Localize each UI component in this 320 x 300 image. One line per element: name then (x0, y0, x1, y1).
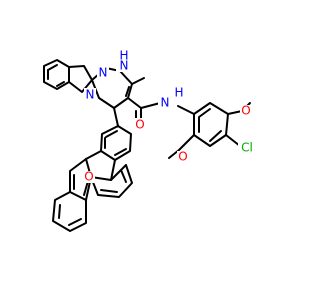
methoxy-oxygen-label-bottom: O (178, 150, 187, 164)
amide-o-bg (134, 118, 146, 130)
pyrimidine-double-bond (125, 86, 130, 97)
molecule-svg: N N H N N H O O O Cl O (43, 48, 256, 232)
methoxy-o2-bg (177, 151, 189, 163)
dimethoxyphenyl-inner-bond-1 (198, 108, 211, 118)
bond-layer (43, 59, 251, 232)
furan-o-bg (83, 171, 95, 183)
dimethoxyphenyl-inner-bond-2 (209, 130, 222, 142)
bottom-benzene-inner-2 (68, 218, 82, 226)
dibenzofuran-linker-bond (113, 107, 119, 127)
bottom-benzene-inner-1 (58, 204, 61, 219)
aryl-amide-bond (177, 105, 195, 115)
dibenzofuran-ring-lower (90, 164, 133, 198)
chemical-structure-diagram: N N H N N H O O O Cl O (43, 48, 256, 232)
amide-hydrogen-label: H (174, 86, 183, 100)
amide-nitrogen-label: N (161, 96, 170, 110)
methoxy-bond-bottom (168, 134, 195, 159)
chloro-bond (225, 134, 241, 147)
cl-bg (238, 142, 256, 154)
benzimidazole-benzene-inner-bond-1 (47, 64, 58, 71)
methyl-bond (131, 77, 145, 85)
amide-oxygen-label: O (135, 118, 144, 132)
n-ring-b-bg (84, 88, 96, 100)
bottom-benzene-ring (52, 191, 87, 232)
n-ring-a-bg (97, 66, 109, 78)
dibenzofuran-ring-lower-inner-2 (120, 169, 127, 183)
amide-n-bg (158, 96, 172, 108)
dibenzofuran-ring-left-inner-2 (83, 180, 89, 196)
dibenzofuran-ring-upper-inner-2 (114, 148, 127, 156)
furan-oxygen-label: O (84, 170, 93, 184)
dibenzofuran-ring-upper-inner-1 (105, 130, 118, 138)
ring-nitrogen-label-a: N (99, 66, 108, 80)
dibenzofuran-ring-lower-inner-1 (100, 189, 118, 193)
methoxy-oxygen-label-top: O (241, 104, 250, 118)
methoxy-o1-bg (240, 105, 252, 117)
nh-nitrogen-label: N (120, 59, 129, 73)
chlorine-label: Cl (241, 141, 253, 155)
benzimidazole-benzene-inner-bond-2 (56, 81, 65, 87)
nh-hydrogen-label: H (119, 49, 128, 63)
ring-nitrogen-label-b: N (86, 88, 95, 102)
nh-bg (116, 60, 132, 72)
atom-label-layer: N N H N N H O O O Cl O (83, 49, 256, 184)
